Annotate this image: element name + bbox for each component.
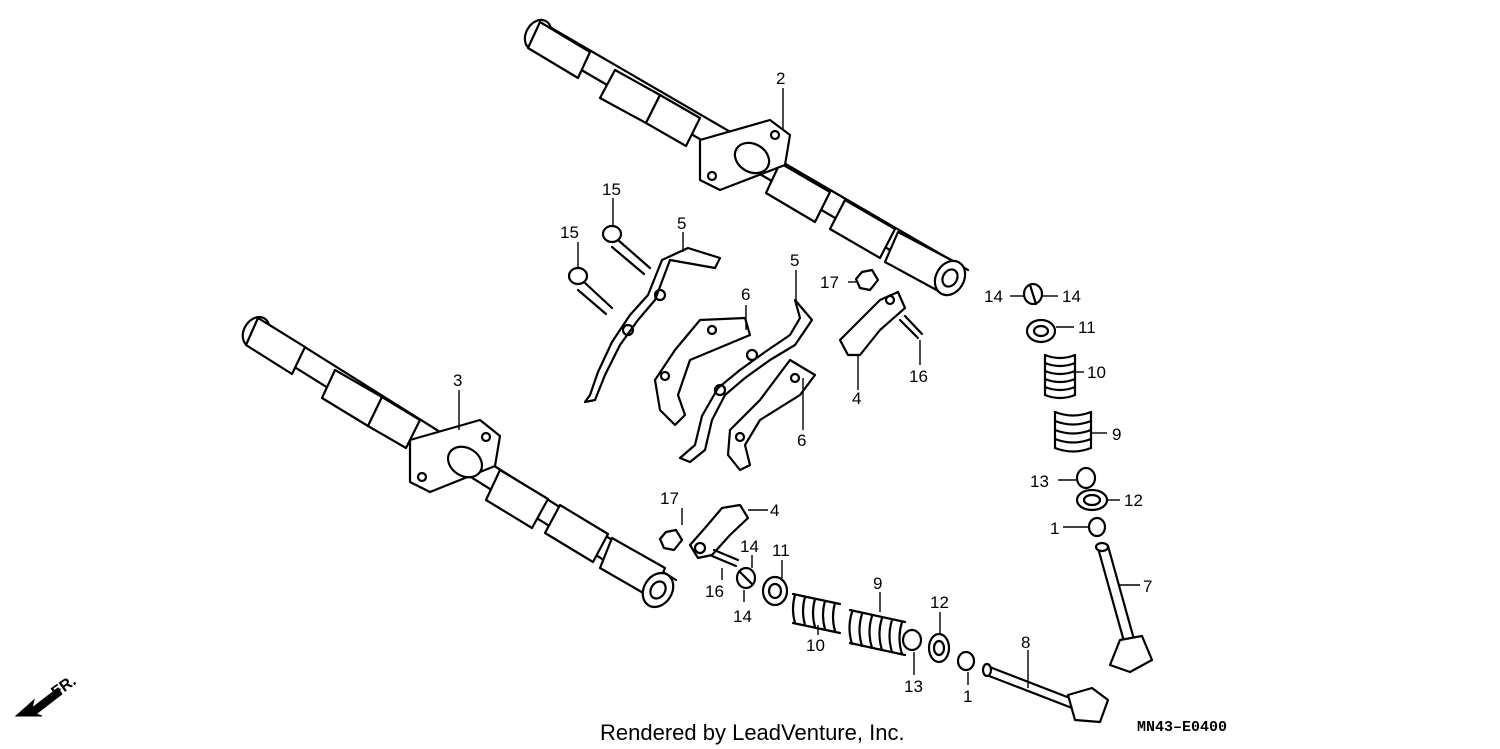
camshaft-upper[interactable] — [520, 15, 972, 300]
retainer-11-left[interactable] — [761, 575, 789, 607]
plate-6-lower[interactable] — [726, 358, 817, 472]
spring-9-left[interactable] — [848, 608, 907, 657]
callout-4-upper: 4 — [852, 389, 861, 408]
seal-13-left[interactable] — [901, 628, 923, 652]
seat-12-right[interactable] — [1075, 488, 1109, 512]
callout-15-top: 15 — [602, 180, 621, 199]
spring-10-left[interactable] — [791, 592, 842, 635]
valve-7[interactable] — [1094, 541, 1154, 674]
callout-5-right: 5 — [790, 251, 799, 270]
nut-17-lower[interactable] — [658, 528, 684, 552]
callout-3: 3 — [453, 371, 462, 390]
rendered-by-credit: Rendered by LeadVenture, Inc. — [600, 720, 905, 745]
callout-7: 7 — [1143, 577, 1152, 596]
seat-12-left[interactable] — [927, 632, 951, 664]
bolt-15-lower[interactable] — [567, 266, 614, 316]
plate-5-left[interactable] — [583, 246, 722, 404]
callout-9-upper: 9 — [1112, 425, 1121, 444]
callout-8: 8 — [1021, 633, 1030, 652]
guide-1-left[interactable] — [956, 650, 976, 672]
callout-17-lower: 17 — [660, 489, 679, 508]
front-arrow-icon — [14, 687, 63, 717]
cotter-14-left[interactable] — [735, 566, 757, 590]
pin-16-upper[interactable] — [898, 314, 924, 340]
callout-1-lower: 1 — [963, 687, 972, 706]
callout-10-lower: 10 — [806, 636, 825, 655]
callout-4-lower: 4 — [770, 501, 779, 520]
callout-11-upper: 11 — [1078, 318, 1096, 337]
callout-labels: 2 3 15 15 5 5 6 6 17 4 16 14 14 11 10 9 … — [453, 69, 1152, 706]
callout-9-lower: 9 — [873, 574, 882, 593]
spring-9-right[interactable] — [1053, 410, 1093, 453]
front-direction-indicator: FR. — [14, 673, 79, 717]
callout-12-lower: 12 — [930, 593, 949, 612]
pin-16-lower[interactable] — [710, 548, 740, 568]
callout-14-lower-bottom: 14 — [733, 607, 752, 626]
rocker-arm-4-upper[interactable] — [838, 290, 907, 357]
spring-10-right[interactable] — [1043, 353, 1077, 400]
callout-6-lower: 6 — [797, 431, 806, 450]
plate-5-right[interactable] — [678, 298, 814, 464]
callout-12-upper: 12 — [1124, 491, 1143, 510]
callout-13-lower: 13 — [904, 677, 923, 696]
callout-17-upper: 17 — [820, 273, 839, 292]
callout-14-upper-left: 14 — [984, 287, 1003, 306]
callout-10-upper: 10 — [1087, 363, 1106, 382]
callout-6-upper: 6 — [741, 285, 750, 304]
callout-13-upper: 13 — [1030, 472, 1049, 491]
nut-17-upper[interactable] — [854, 268, 880, 292]
valve-8[interactable] — [981, 662, 1110, 724]
callout-2: 2 — [776, 69, 785, 88]
callout-1-upper: 1 — [1050, 519, 1059, 538]
callout-14-lower-top: 14 — [740, 537, 759, 556]
callout-5-left: 5 — [677, 214, 686, 233]
bolt-15-upper[interactable] — [601, 224, 652, 276]
cotter-14-right[interactable] — [1022, 282, 1044, 306]
callout-14-upper-right: 14 — [1062, 287, 1081, 306]
plate-6-upper[interactable] — [653, 316, 752, 427]
callout-15-left: 15 — [560, 223, 579, 242]
callout-11-lower: 11 — [772, 541, 790, 560]
seal-13-right[interactable] — [1075, 466, 1097, 490]
leader-lines — [458, 88, 1140, 688]
callout-16-upper: 16 — [909, 367, 928, 386]
camshaft-lower[interactable] — [237, 312, 679, 613]
callout-16-lower: 16 — [705, 582, 724, 601]
diagram-code: MN43–E0400 — [1137, 719, 1227, 736]
guide-1-right[interactable] — [1087, 516, 1107, 538]
retainer-11-right[interactable] — [1025, 318, 1057, 344]
